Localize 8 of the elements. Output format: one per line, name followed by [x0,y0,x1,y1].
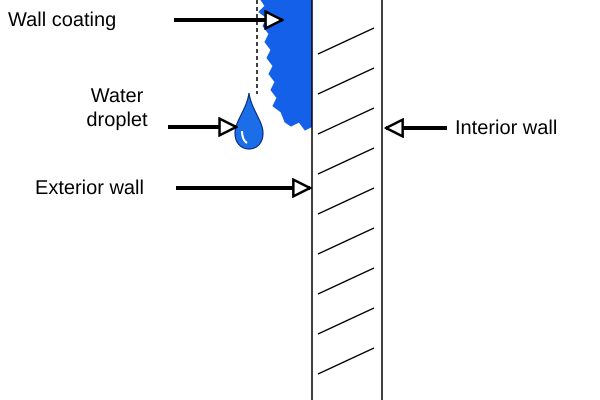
leader-arrow [176,178,312,198]
callout-label: Wall coating [8,8,118,32]
callout-label: Water droplet [85,84,149,132]
callout-label: Exterior wall [35,176,145,200]
leader-arrow [168,117,238,137]
callout-label: Interior wall [455,116,558,140]
leader-arrow [384,118,447,138]
leader-arrow [174,10,284,30]
